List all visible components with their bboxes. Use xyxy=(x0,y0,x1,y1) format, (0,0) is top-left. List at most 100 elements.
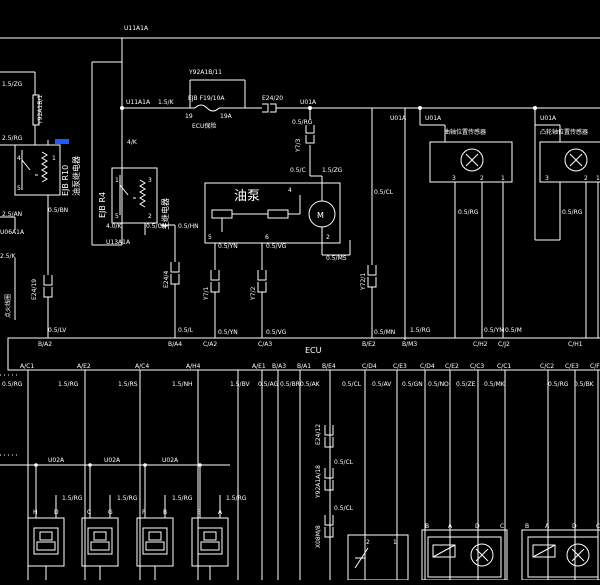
ecu-top-pin: C/J2 xyxy=(498,341,510,348)
connector-chain-e24-12 xyxy=(324,425,334,538)
ecu-top-pin: B/A4 xyxy=(168,341,182,348)
label-u01a-a: U01A xyxy=(300,99,317,106)
bottom-wires xyxy=(27,370,599,580)
label-05ym: 0.5/YM xyxy=(484,327,504,334)
injector-pin: G xyxy=(108,509,113,516)
label-4k: 4/K xyxy=(127,139,138,146)
cam-pin-1: 1 xyxy=(596,175,600,182)
label-05ms: 0.5/MS xyxy=(326,255,347,262)
small-box-pin-2: 2 xyxy=(366,539,370,546)
relay-ejb-r10 xyxy=(14,125,69,275)
sensor-unit-b xyxy=(521,529,600,581)
label-ejb-f19: EJB F19/10A xyxy=(188,95,225,102)
label-u01a-b: U01A xyxy=(390,115,407,122)
label-15rg: 1.5/RG xyxy=(410,327,431,334)
label-u02a-3: U02A xyxy=(162,457,179,464)
ecu-bottom-pin: C/C3 xyxy=(470,363,484,370)
sensor-b-pin: A xyxy=(545,523,550,530)
r4-pin-5: 5 xyxy=(115,213,119,220)
injector-pin: E xyxy=(197,509,201,516)
label-05yn-b: 0.5/YN xyxy=(218,329,238,336)
label-15rg-3: 1.5/RG xyxy=(172,495,193,502)
label-40k: 4.0/K xyxy=(106,223,123,230)
label-u01a-d: U01A xyxy=(540,115,557,122)
label-left-y92a1b: Y92A1B/1 xyxy=(37,95,44,125)
r10-pin-5: 5 xyxy=(17,185,21,192)
label-y92a1a-18: Y92A1A/18 xyxy=(315,465,322,499)
ecu-bottom-pin: C/F3 xyxy=(590,363,600,370)
ecu-bottom-pin: C/C2 xyxy=(540,363,554,370)
ecu-bottom-pin: B/A3 xyxy=(272,363,286,370)
relay-r10-id: EJB R10 xyxy=(61,165,70,196)
ecu-bottom-pin: B/E4 xyxy=(322,363,336,370)
injector-pin: C xyxy=(87,509,91,516)
small-box-pin-1: 1 xyxy=(393,539,397,546)
ecu-bottom-wire-label: 0.5/ZE xyxy=(456,381,476,388)
ecu-top-pin: B/E2 xyxy=(362,341,376,348)
label-f19a: 19A xyxy=(220,113,233,120)
label-y92a1b: Y92A1B/11 xyxy=(188,69,222,76)
ecu-bottom-pin: A/C4 xyxy=(135,363,149,370)
label-05hn: 0.5/HN xyxy=(178,223,199,230)
ecu-top-pin: C/A2 xyxy=(203,341,217,348)
label-05c: 0.5/C xyxy=(290,167,306,174)
sensor-a-pin: C xyxy=(500,523,504,530)
connector-y7-3 xyxy=(305,125,315,144)
ecu-bottom-wire-label: 1.5/NH xyxy=(172,381,193,388)
sensor-unit-a xyxy=(421,529,508,581)
ecu-bottom-wire-label: 0.5/BR xyxy=(280,381,300,388)
injector-pin: A xyxy=(218,509,223,516)
ecu-top-pin: C/H1 xyxy=(568,341,583,348)
cam-pin-2: 2 xyxy=(584,175,588,182)
relay-ejb-r4 xyxy=(92,148,158,246)
label-05rg-a: 0.5/RG xyxy=(292,119,313,126)
relay-r4-id: EJB R4 xyxy=(98,192,107,218)
label-05vg-b: 0.5/VG xyxy=(266,329,287,336)
label-ecu-fuse: ECU保险 xyxy=(192,122,216,130)
label-05mn: 0.5/MN xyxy=(374,329,395,336)
ecu-bottom-wire-label: 1.5/RS xyxy=(118,381,138,388)
ecu-bottom-pin: C/C1 xyxy=(497,363,511,370)
label-05yn: 0.5/YN xyxy=(218,243,238,250)
ecu-bottom-wire-label: 0.5/MK xyxy=(484,381,506,388)
label-e24-12: E24/12 xyxy=(315,424,322,445)
label-left-e24-19: E24/19 xyxy=(31,279,38,300)
label-left-25k: 2.5/K xyxy=(0,253,17,260)
crank-pin-3: 3 xyxy=(452,175,456,182)
relay-main-name: 主继电器 xyxy=(160,198,170,230)
ecu-top-pin: C/H2 xyxy=(473,341,488,348)
label-u13a1a: U13A1A xyxy=(106,239,131,246)
r10-pin-1: 1 xyxy=(52,155,56,162)
ecu-bottom-wire-label: 0.5/RG xyxy=(2,381,23,388)
ecu-bottom-wire-label: 1.5/RG xyxy=(58,381,79,388)
fuel-pump xyxy=(204,145,341,255)
ecu-top-pin: B/A2 xyxy=(38,341,52,348)
label-05cl-b: 0.5/CL xyxy=(334,459,354,466)
label-left-25an: 2.5/AN xyxy=(2,211,22,218)
ecu-bottom-wire-label: 0.5/BK xyxy=(574,381,595,388)
cam-sensor-label: 凸轮轴位置传感器 xyxy=(540,128,588,136)
ecu-bottom-pin: C/E3 xyxy=(565,363,579,370)
ecu-bottom-pin: C/E2 xyxy=(445,363,459,370)
sensor-a-pin: B xyxy=(425,523,429,530)
sensor-a-pin: A xyxy=(448,523,453,530)
label-e24-20: E24/20 xyxy=(262,95,283,102)
label-15rg-1: 1.5/RG xyxy=(62,495,83,502)
label-y7-3: Y7/3 xyxy=(295,138,302,153)
ecu-bottom-pin: C/E3 xyxy=(393,363,407,370)
label-f19: 19 xyxy=(185,113,193,120)
label-05m: 0.5/M xyxy=(505,327,522,334)
sensor-b-pin: C xyxy=(596,523,600,530)
ecu-bottom-wire-label: 0.5/AV xyxy=(372,381,392,388)
label-05cn: 0.5/CN xyxy=(146,223,166,230)
relay-r10-name: 油泵继电器 xyxy=(71,156,81,196)
ecu-bottom-pin: A/C1 xyxy=(20,363,34,370)
label-15rg-4: 1.5/RG xyxy=(226,495,247,502)
label-05cl: 0.5/CL xyxy=(374,189,394,196)
